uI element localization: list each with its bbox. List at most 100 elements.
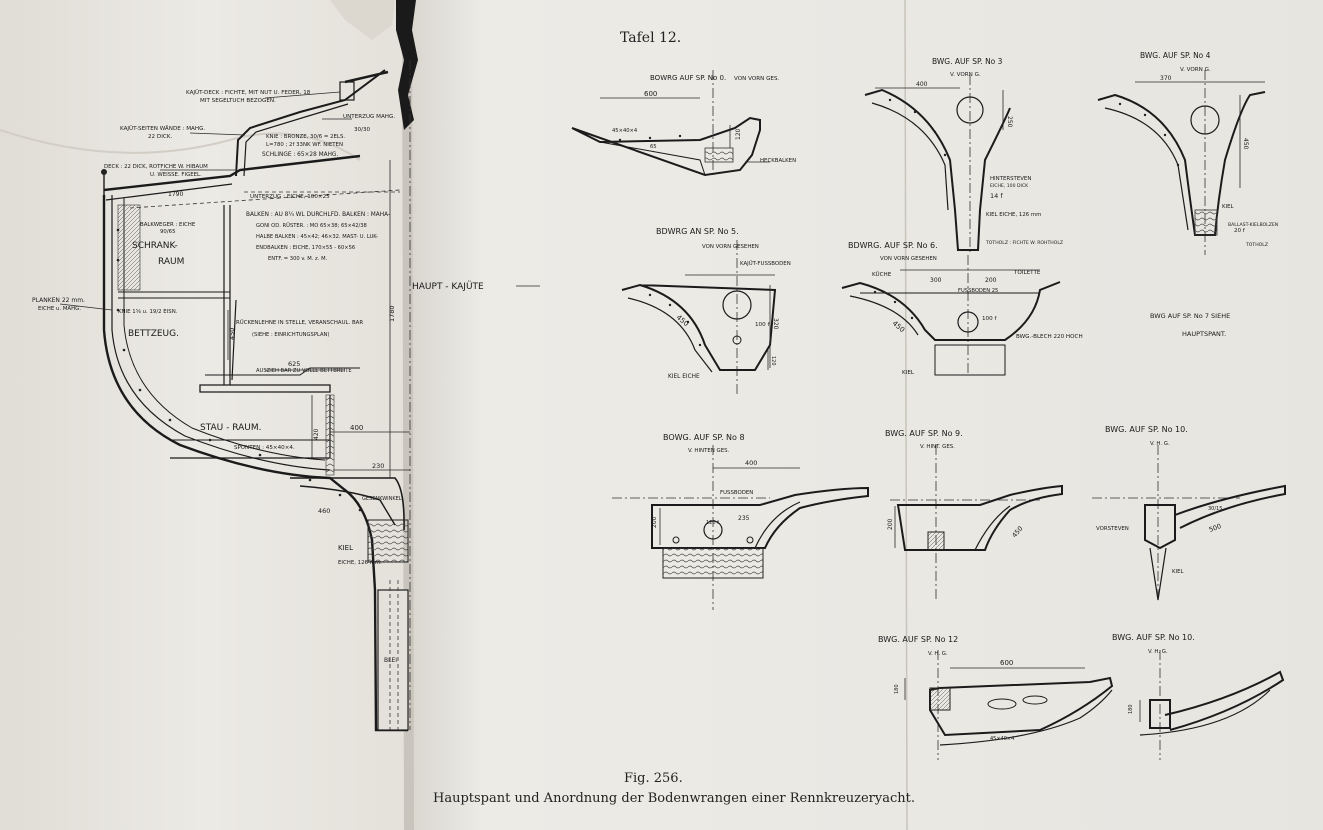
sp10a-dim-30-15: 30/15	[1208, 506, 1222, 512]
sp6-dim-300: 300	[930, 277, 942, 284]
label-kajuet-deck: KAJÜT-DECK : FICHTE, MIT NUT U. FEDER, 1…	[186, 89, 311, 96]
detail-sp3: BWG. AUF SP. No 3 V. VORN G. 400 250 14 …	[864, 57, 1063, 255]
label-unterzug-eiche: UNTERZUG : EICHE, 100×25	[250, 194, 330, 200]
dim-230: 230	[372, 462, 384, 470]
torn-edge	[396, 0, 418, 130]
sp0-note-heckbalken: HECKBALKEN	[760, 158, 796, 164]
label-kajuet-seitenwaende-2: 22 DICK.	[148, 134, 172, 140]
plate-title: Tafel 12.	[620, 30, 681, 46]
dim-460: 460	[318, 507, 330, 515]
sp10a-note-vorsteven: VORSTEVEN	[1096, 526, 1129, 532]
label-deck: DECK : 22 DICK, ROTFICHE W. HIBAUM	[104, 164, 208, 170]
sp12-title: BWG. AUF SP. No 12	[878, 635, 958, 644]
sp8-sub: V. HINTEN GES.	[688, 448, 730, 454]
label-knie-eisen: KNIE 1⅝ u. 19/2 EISN.	[118, 309, 178, 315]
sp7-title: BWG AUF SP. No 7 SIEHE	[1150, 312, 1230, 320]
detail-sp12: BWG. AUF SP. No 12 V. H. G. 600 180 45×4…	[878, 635, 1114, 760]
label-ausziehbar: AUSZIEH BAR ZU VOLLE BETTBREITE	[256, 368, 352, 374]
sp7-sub: HAUPTSPANT.	[1182, 330, 1226, 338]
sp8-dim-120f: 120 f	[706, 520, 719, 526]
label-rueckenlehne-2: (SIEHE : EINRICHTUNGSPLAN)	[252, 332, 329, 338]
sp6-note-fussboden: FUSSBODEN 25	[958, 288, 998, 294]
sp5-dim-320: 320	[772, 318, 779, 330]
sp0-dim-120: 120	[735, 128, 742, 140]
label-rueckenlehne: RÜCKENLEHNE IN STELLE, VERANSCHAUL. BAR	[236, 319, 363, 326]
sp9-title: BWG. AUF SP. No 9.	[885, 429, 963, 438]
sp3-note-kiel: KIEL EICHE, 126 mm	[986, 212, 1041, 218]
label-deck-2: U. WEISSE. FIGEEL.	[150, 172, 202, 178]
label-balken-4: ENDBALKEN : EICHE, 170×55 - 60×56	[256, 245, 355, 251]
label-balken-2: GONI OD. RÜSTER. : MO 65×38; 65×42/38	[256, 222, 367, 229]
figure-number: Fig. 256.	[624, 771, 683, 786]
sp5-note-fussboden: KAJÜT-FUSSBODEN	[740, 260, 791, 267]
label-balken-3: HALBE BALKEN : 45×42; 46×32. MAST- U. LU…	[256, 234, 378, 240]
sp9-sub: V. HINT. GES.	[920, 444, 955, 450]
sp12-dim-angle: 45×40×4	[990, 736, 1014, 742]
sp3-title: BWG. AUF SP. No 3	[932, 57, 1003, 66]
detail-sp4: BWG. AUF SP. No 4 V. VORN G. 370 450 20 …	[1097, 51, 1278, 255]
sp10a-note-kiel: KIEL	[1172, 569, 1184, 575]
detail-sp7: BWG AUF SP. No 7 SIEHE HAUPTSPANT.	[1150, 312, 1230, 338]
sp6-note-kueche: KÜCHE	[872, 271, 892, 278]
sp4-dim-450: 450	[1242, 138, 1249, 150]
sp8-dim-200: 200	[651, 516, 658, 528]
sp10b-dim-180: 180	[1128, 704, 1134, 714]
dim-625: 625	[288, 360, 300, 368]
sp0-title: BOWRG AUF SP. No 0.	[650, 74, 726, 82]
sp4-sub: V. VORN G.	[1180, 67, 1211, 73]
sp3-dim-14f: 14 f	[990, 192, 1003, 200]
sp3-dim-250: 250	[1006, 116, 1013, 128]
label-planken-2: EICHE u. MAHG.	[38, 306, 81, 312]
label-spunten: SPUNTEN : 45×40×4.	[234, 445, 295, 451]
sp5-title: BDWRG AN SP. No 5.	[656, 227, 739, 236]
sp6-note-kiel: KIEL	[902, 370, 915, 376]
sp6-note-blech: BWG.-BLECH 220 HOCH	[1016, 334, 1083, 340]
label-raum: RAUM	[158, 257, 184, 267]
label-planken: PLANKEN 22 mm.	[32, 297, 85, 304]
figure-caption: Hauptspant und Anordnung der Bodenwrange…	[433, 791, 915, 806]
left-page	[0, 0, 410, 830]
sp3-note-hintersteven: HINTERSTEVEN	[990, 176, 1031, 182]
sp4-note-kiel: KIEL	[1222, 204, 1234, 210]
sp5-dim-100f: 100 f	[755, 322, 770, 328]
detail-sp6: BDWRG. AUF SP. No 6. VON VORN GESEHEN 30…	[841, 241, 1083, 376]
label-kajuet-deck-2: MIT SEGELTUCH BEZOGEN.	[200, 98, 276, 104]
sp3-note-eiche: EICHE, 100 DICK	[990, 183, 1029, 189]
sp0-dim-600: 600	[644, 90, 657, 98]
sp10a-title: BWG. AUF SP. No 10.	[1105, 425, 1188, 434]
sp10a-dim-500: 500	[1208, 522, 1222, 534]
label-unterzug-mahg: UNTERZUG MAHG.	[343, 114, 395, 120]
dim-1780: 1780	[388, 305, 396, 322]
sp8-title: BOWG. AUF SP. No 8	[663, 433, 745, 442]
label-stau-raum: STAU - RAUM.	[200, 423, 261, 433]
detail-sp9: BWG. AUF SP. No 9. V. HINT. GES. 200 450	[885, 429, 1063, 600]
detail-sp0: BOWRG AUF SP. No 0. VON VORN GES. 600 12…	[571, 70, 796, 177]
sp10a-sub: V. H. G.	[1150, 441, 1170, 447]
detail-sp10a: BWG. AUF SP. No 10. V. H. G. 500 30/15 V…	[1092, 425, 1286, 601]
sp8-note-fussboden: FUSSBODEN	[720, 490, 753, 496]
sp3-sub: V. VORN G.	[950, 72, 981, 78]
crease-top-left	[0, 129, 361, 161]
label-gesenkwinkel: GESENKWINKEL	[362, 496, 402, 502]
sp9-dim-200: 200	[887, 518, 894, 530]
sp6-title: BDWRG. AUF SP. No 6.	[848, 241, 938, 250]
sp8-dim-235: 235	[738, 515, 750, 522]
sp12-dim-600: 600	[1000, 659, 1013, 667]
sp0-dim-65: 65	[650, 144, 657, 150]
sp4-dim-20f: 20 f	[1234, 228, 1246, 234]
right-page	[410, 0, 1323, 830]
label-balkweger-2: 90/65	[160, 229, 176, 235]
sp6-dim-200: 200	[985, 277, 997, 284]
sp12-sub: V. H. G.	[928, 651, 948, 657]
sp4-note-totholz: TOTHOLZ	[1245, 242, 1268, 248]
sp0-sub: VON VORN GES.	[734, 76, 779, 82]
sp4-dim-370: 370	[1160, 75, 1172, 82]
label-kiel-2: EICHE, 126 mm.	[338, 560, 382, 566]
sp6-note-toilette: TOILETTE	[1013, 270, 1041, 276]
sp0-dim-angle: 45×40×4	[612, 128, 638, 134]
sp3-dim-400: 400	[916, 81, 928, 88]
sp5-sub: VON VORN GESEHEN	[702, 244, 759, 250]
detail-sp5: BDWRG AN SP. No 5. VON VORN GESEHEN 450 …	[621, 227, 791, 395]
label-unterzug-mahg-2: 30/30	[354, 127, 371, 133]
